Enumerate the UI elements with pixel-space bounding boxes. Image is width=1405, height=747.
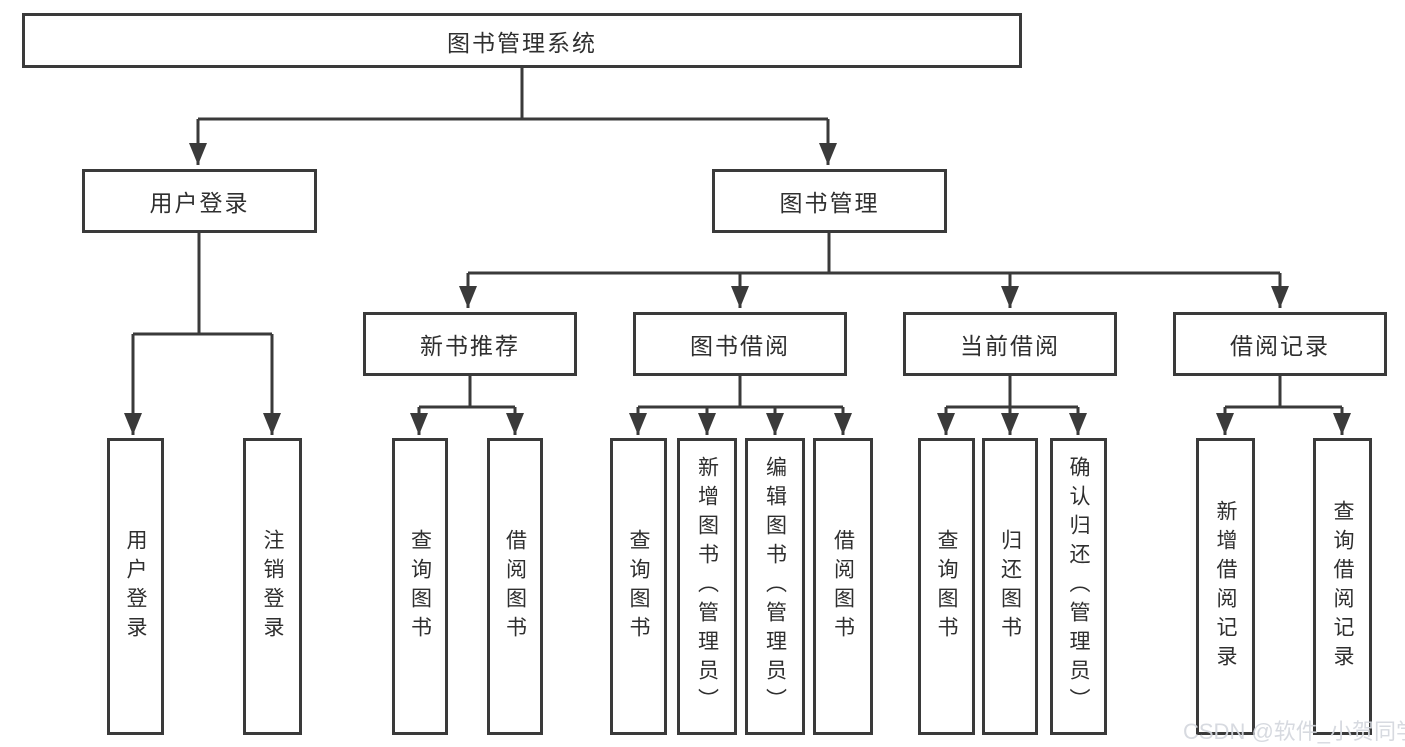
node-new-book-recommend-label: 新书推荐	[420, 333, 520, 359]
leaf-borrow-borrow-books-label: 借阅图书	[831, 528, 855, 645]
node-user-login: 用户登录	[82, 169, 317, 233]
leaf-user-login-label: 用户登录	[124, 528, 148, 645]
leaf-recommend-borrow-books: 借阅图书	[487, 438, 543, 735]
csdn-watermark: CSDN @软件_小贺同学	[1183, 719, 1405, 744]
leaf-borrow-query-books: 查询图书	[610, 438, 667, 735]
leaf-borrow-borrow-books: 借阅图书	[813, 438, 873, 735]
leaf-borrow-add-books-admin-label: 新增图书（管理员）	[695, 456, 719, 717]
leaf-records-add-borrow-record-label: 新增借阅记录	[1214, 499, 1238, 674]
leaf-borrow-add-books-admin: 新增图书（管理员）	[677, 438, 737, 735]
node-book-management: 图书管理	[712, 169, 947, 233]
leaf-recommend-query-books: 查询图书	[392, 438, 448, 735]
leaf-records-query-borrow-record: 查询借阅记录	[1313, 438, 1372, 735]
leaf-current-confirm-return-admin: 确认归还（管理员）	[1050, 438, 1107, 735]
leaf-current-return-books-label: 归还图书	[998, 528, 1022, 645]
node-user-login-label: 用户登录	[149, 190, 250, 216]
node-borrow-records-label: 借阅记录	[1230, 333, 1330, 359]
leaf-current-query-books: 查询图书	[918, 438, 975, 735]
leaf-logout: 注销登录	[243, 438, 302, 735]
node-root-label: 图书管理系统	[447, 29, 597, 56]
leaf-logout-label: 注销登录	[261, 528, 285, 645]
leaf-recommend-borrow-books-label: 借阅图书	[503, 528, 527, 645]
node-book-management-label: 图书管理	[779, 190, 880, 216]
node-book-borrow-label: 图书借阅	[690, 333, 790, 359]
leaf-current-confirm-return-admin-label: 确认归还（管理员）	[1067, 456, 1091, 717]
leaf-recommend-query-books-label: 查询图书	[408, 528, 432, 645]
node-borrow-records: 借阅记录	[1173, 312, 1387, 376]
node-current-borrow: 当前借阅	[903, 312, 1117, 376]
leaf-records-query-borrow-record-label: 查询借阅记录	[1331, 499, 1355, 674]
leaf-current-query-books-label: 查询图书	[935, 528, 959, 645]
leaf-records-add-borrow-record: 新增借阅记录	[1196, 438, 1255, 735]
leaf-current-return-books: 归还图书	[982, 438, 1038, 735]
leaf-borrow-query-books-label: 查询图书	[627, 528, 651, 645]
node-book-borrow: 图书借阅	[633, 312, 847, 376]
leaf-user-login: 用户登录	[107, 438, 164, 735]
node-new-book-recommend: 新书推荐	[363, 312, 577, 376]
leaf-borrow-edit-books-admin: 编辑图书（管理员）	[745, 438, 805, 735]
leaf-borrow-edit-books-admin-label: 编辑图书（管理员）	[763, 456, 787, 717]
node-root-library-system: 图书管理系统	[22, 13, 1022, 68]
node-current-borrow-label: 当前借阅	[960, 333, 1060, 359]
